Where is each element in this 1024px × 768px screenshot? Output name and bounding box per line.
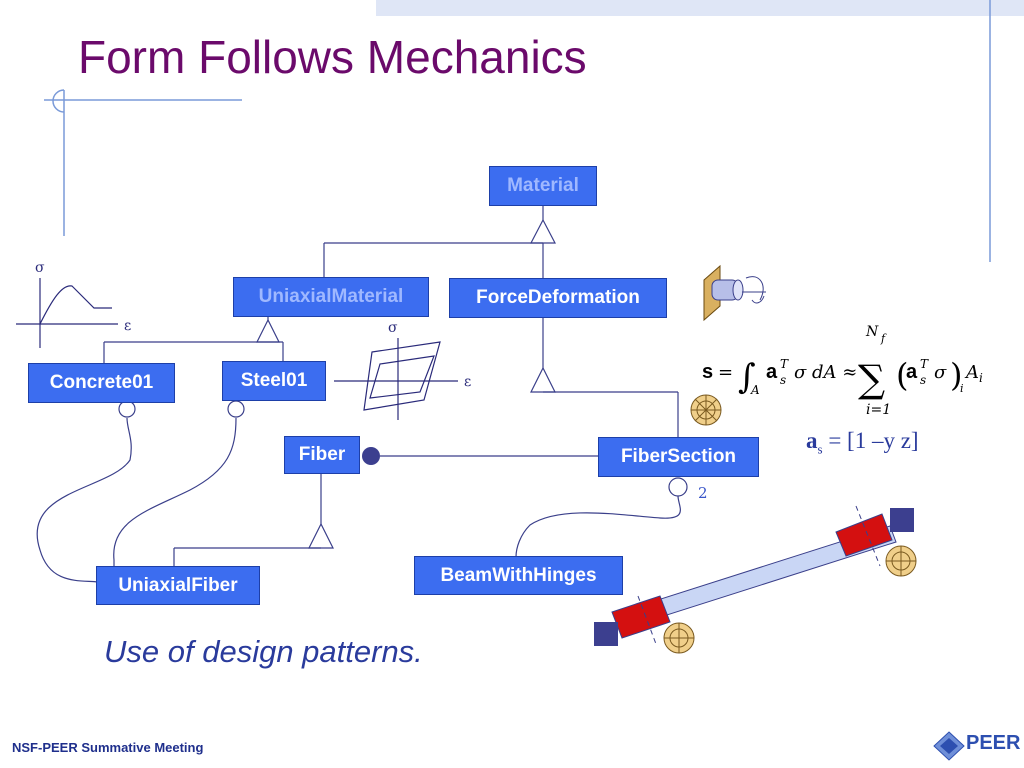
svg-text:i=1: i=1 (866, 402, 891, 418)
slide-caption: Use of design patterns. (104, 634, 423, 669)
as-equation: as = [1 –y z] (806, 428, 919, 458)
svg-text:A: A (964, 362, 979, 383)
class-uniaxial-fiber[interactable]: UniaxialFiber (96, 566, 260, 605)
svg-text:s: s (920, 373, 926, 387)
svg-text:f: f (880, 332, 887, 345)
svg-text:N: N (865, 324, 879, 340)
svg-text:A: A (750, 383, 760, 397)
svg-text:σ: σ (934, 362, 947, 383)
class-fiber-section[interactable]: FiberSection (598, 437, 759, 477)
class-uniaxial-material[interactable]: UniaxialMaterial (233, 277, 429, 317)
peer-logo-icon (933, 731, 965, 761)
top-right-pattern (376, 0, 1024, 16)
crosshair-circle (52, 89, 65, 113)
class-material[interactable]: Material (489, 166, 597, 206)
svg-text:i: i (960, 382, 964, 395)
svg-text:a: a (906, 361, 918, 383)
svg-text:(: ( (896, 356, 908, 394)
svg-text:T: T (780, 357, 789, 371)
steel-association-circle (227, 400, 245, 418)
beam-with-hinges-graphic (594, 505, 917, 654)
svg-text:σ dA ≈: σ dA ≈ (794, 362, 857, 383)
node-right (890, 508, 914, 532)
class-steel01[interactable]: Steel01 (222, 361, 326, 401)
fibersection-to-beam-curve (515, 495, 681, 558)
material-inherit-triangle (530, 218, 556, 244)
fibersection-association-circle (668, 477, 688, 497)
section-icon-left (663, 622, 695, 654)
steel-epsilon-label: ε (464, 374, 472, 390)
footer-text: NSF-PEER Summative Meeting (12, 740, 204, 755)
svg-text:a: a (766, 361, 778, 383)
as-bold-a: a (806, 428, 818, 453)
page-title: Form Follows Mechanics (78, 31, 587, 83)
as-rhs: = [1 –y z] (822, 428, 919, 453)
concrete-sigma-label: σ (35, 260, 45, 276)
section-force-formula: s = ∫ A a T s σ dA ≈ ∑ N f i=1 ( a T s σ… (702, 324, 983, 418)
steel-sigma-label: σ (388, 320, 398, 336)
svg-text:): ) (950, 356, 962, 394)
hinge-left (611, 595, 671, 639)
section-deformation-icon (703, 264, 766, 322)
section-icon-right (885, 545, 917, 577)
svg-text:s: s (702, 361, 713, 383)
svg-text:s: s (780, 373, 786, 387)
concrete-stress-strain-sketch (16, 278, 118, 348)
as-subscript: s (817, 441, 823, 457)
class-force-deformation[interactable]: ForceDeformation (449, 278, 667, 318)
svg-text:∑: ∑ (858, 357, 885, 401)
svg-text:i: i (979, 371, 983, 385)
hinge-right (835, 513, 893, 557)
class-beam-with-hinges[interactable]: BeamWithHinges (414, 556, 623, 595)
svg-text:=: = (718, 362, 733, 383)
concrete-association-circle (118, 400, 136, 418)
peer-logo-text: PEER (966, 732, 1021, 754)
steel-hysteresis-sketch (334, 338, 458, 420)
class-fiber[interactable]: Fiber (284, 436, 360, 474)
concrete-epsilon-label: ε (124, 318, 132, 334)
svg-text:∫: ∫ (738, 357, 756, 397)
node-left (594, 622, 618, 646)
uniaxial-inherit-triangle (256, 318, 280, 343)
multiplicity-label: 2 (698, 484, 708, 502)
concrete-to-uniaxialfiber-curve (36, 417, 132, 583)
class-concrete01[interactable]: Concrete01 (28, 363, 175, 403)
svg-text:T: T (920, 357, 929, 371)
steel-to-uniaxialfiber-curve (113, 417, 237, 566)
fiber-inherit-triangle (308, 522, 334, 549)
fiber-composition-diamond (362, 447, 380, 465)
fiber-section-icon (690, 394, 722, 426)
forcedef-inherit-triangle (530, 366, 556, 393)
